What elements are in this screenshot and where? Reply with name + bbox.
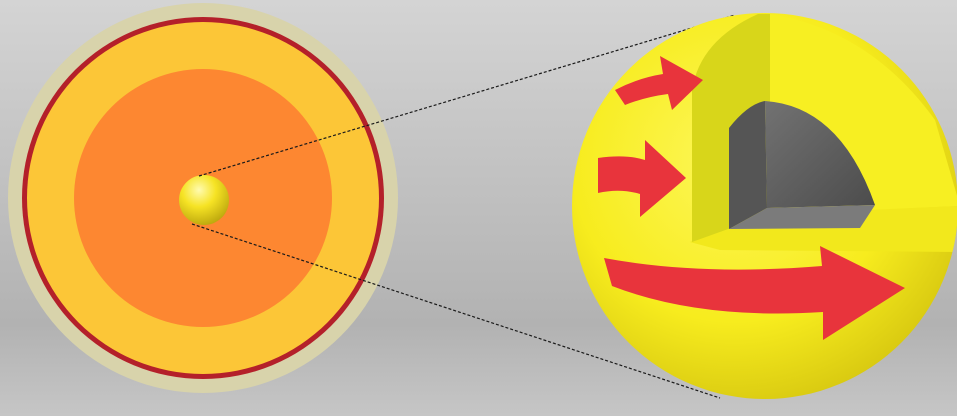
cross-section-globe-icon (8, 3, 398, 393)
inner-core-layer (179, 175, 229, 225)
cutaway-sphere-icon (572, 13, 957, 399)
